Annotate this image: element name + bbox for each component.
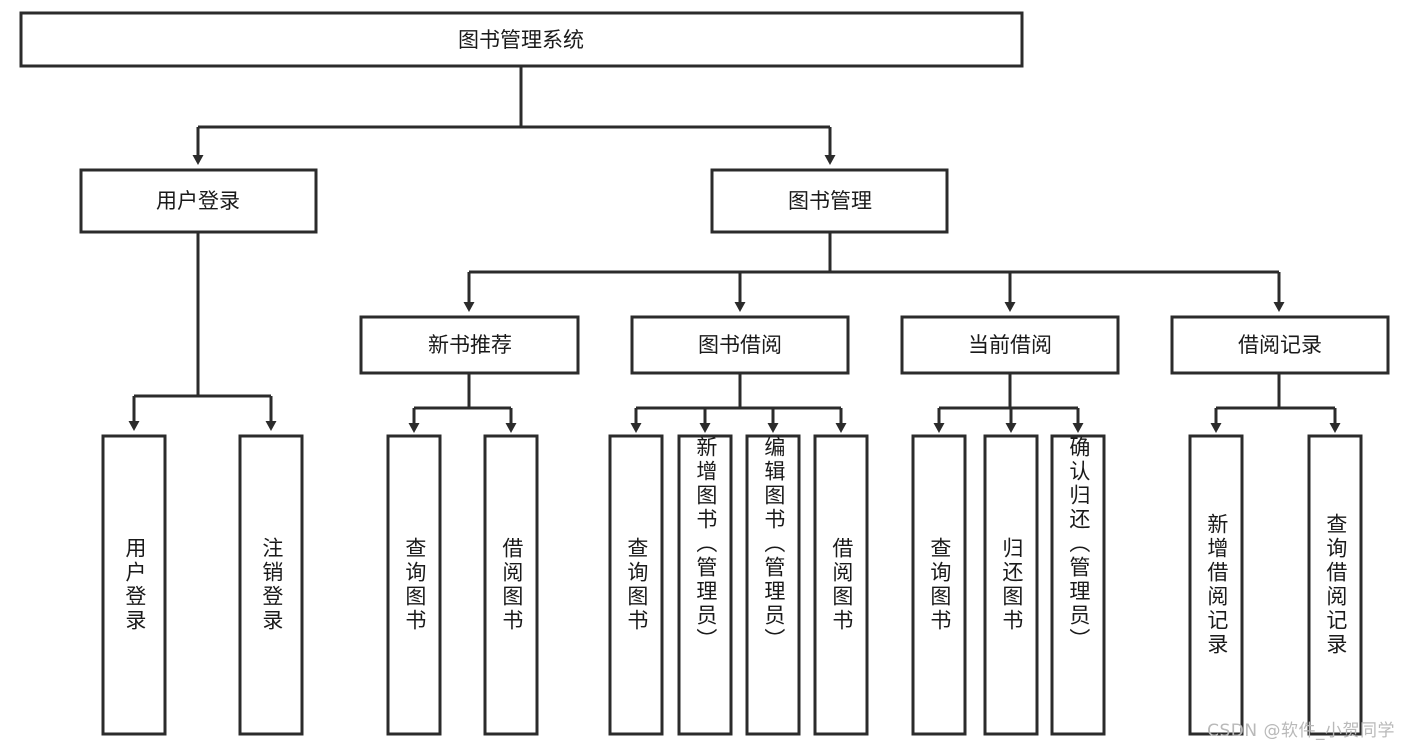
node-current-borrow[interactable]: 当前借阅: [900, 315, 1120, 375]
node-current-borrow-label: 当前借阅: [968, 333, 1052, 357]
connector-lines: [128, 66, 1341, 433]
node-book-borrow-label: 图书借阅: [698, 333, 782, 357]
node-book-management-label: 图书管理: [788, 189, 872, 213]
leaf-box-query-book-2[interactable]: [608, 434, 664, 736]
node-borrow-record-label: 借阅记录: [1238, 333, 1322, 357]
leaf-box-query-book-1[interactable]: [386, 434, 442, 736]
node-book-management[interactable]: 图书管理: [710, 168, 949, 234]
node-user-login-box[interactable]: [79, 168, 318, 234]
leaf-box-borrow-book-2[interactable]: [813, 434, 869, 736]
node-root-box[interactable]: [19, 11, 1024, 68]
leaf-box-logout[interactable]: [238, 434, 304, 736]
leaf-box-query-record[interactable]: [1307, 434, 1363, 736]
leaf-box-query-book-3[interactable]: [911, 434, 967, 736]
leaf-box-add-book[interactable]: [677, 434, 733, 736]
node-book-borrow[interactable]: 图书借阅: [630, 315, 850, 375]
leaf-box-return-book[interactable]: [983, 434, 1039, 736]
node-user-login[interactable]: 用户登录: [79, 168, 318, 234]
node-book-borrow-box[interactable]: [630, 315, 850, 375]
node-boxes: 图书管理系统 用户登录 图书管理 新书推荐 图书借阅 当前: [19, 11, 1390, 736]
node-user-login-label: 用户登录: [156, 189, 240, 213]
node-new-book-recommend-box[interactable]: [359, 315, 580, 375]
leaf-box-user-login[interactable]: [101, 434, 167, 736]
node-book-management-box[interactable]: [710, 168, 949, 234]
node-borrow-record-box[interactable]: [1170, 315, 1390, 375]
node-root[interactable]: 图书管理系统: [19, 11, 1024, 68]
node-borrow-record[interactable]: 借阅记录: [1170, 315, 1390, 375]
node-new-book-recommend[interactable]: 新书推荐: [359, 315, 580, 375]
node-new-book-recommend-label: 新书推荐: [428, 333, 512, 357]
leaf-box-edit-book[interactable]: [745, 434, 801, 736]
leaf-box-confirm-return[interactable]: [1050, 434, 1106, 736]
node-current-borrow-box[interactable]: [900, 315, 1120, 375]
leaf-box-borrow-book-1[interactable]: [483, 434, 539, 736]
node-root-label: 图书管理系统: [458, 28, 584, 52]
leaf-box-add-record[interactable]: [1188, 434, 1244, 736]
